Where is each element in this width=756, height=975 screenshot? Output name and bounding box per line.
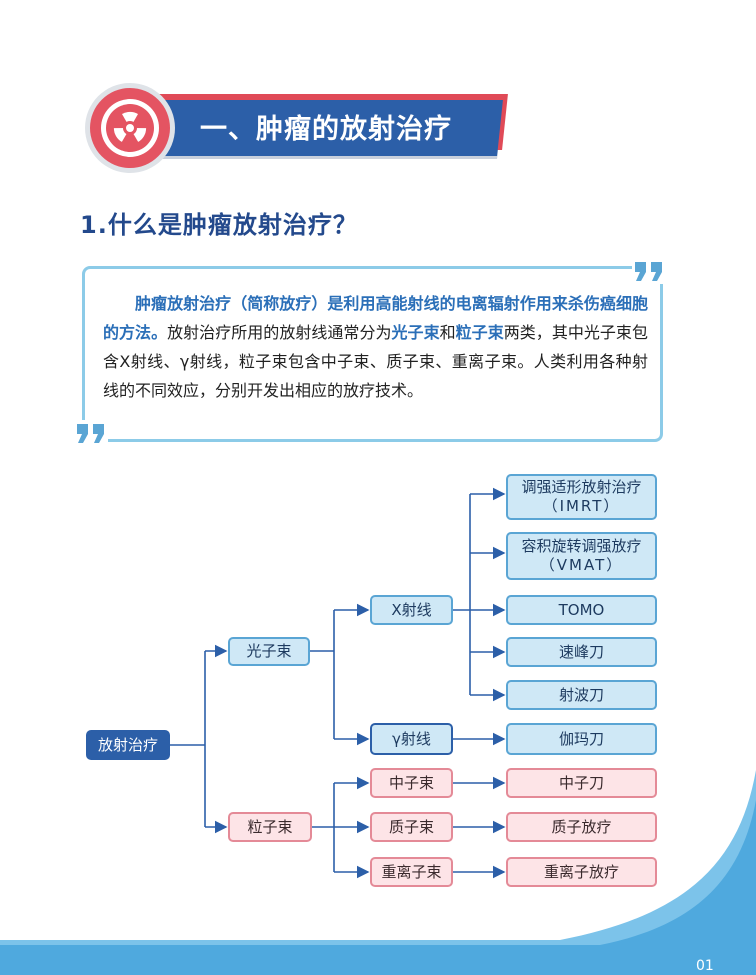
definition-text: 肿瘤放射治疗（简称放疗）是利用高能射线的电离辐射作用来杀伤癌细胞的方法。放射治疗…	[103, 289, 648, 405]
node-radiotherapy: 放射治疗	[86, 730, 170, 760]
node-x-ray: X射线	[370, 595, 453, 625]
node-proton-therapy: 质子放疗	[506, 812, 657, 842]
node-tomo: TOMO	[506, 595, 657, 625]
node-proton-beam: 质子束	[370, 812, 453, 842]
definition-bold: 肿瘤放射治疗（简称放疗）是利用高能射线的电离辐射作用来杀伤癌细胞的方法。	[103, 294, 648, 342]
quote-close-icon	[632, 258, 666, 284]
imrt-abbr: （IMRT）	[542, 497, 621, 515]
node-gamma-knife: 伽玛刀	[506, 723, 657, 755]
node-neutron-beam: 中子束	[370, 768, 453, 798]
page-number: 01	[696, 958, 714, 974]
section-title: 1.什么是肿瘤放射治疗？	[80, 211, 358, 239]
photon-beam-highlight: 光子束	[391, 323, 440, 342]
node-cyberknife: 射波刀	[506, 680, 657, 710]
imrt-label: 调强适形放射治疗	[521, 478, 642, 496]
radiation-icon	[85, 83, 175, 173]
node-velocity: 速峰刀	[506, 637, 657, 667]
vmat-abbr: （VMAT）	[539, 556, 624, 574]
quote-open-icon	[74, 420, 108, 446]
node-particle-beam: 粒子束	[228, 812, 312, 842]
definition-and: 和	[439, 323, 456, 342]
vmat-label: 容积旋转调强放疗	[521, 537, 642, 555]
definition-part2: 放射治疗所用的放射线通常分为	[167, 323, 392, 342]
node-imrt: 调强适形放射治疗 （IMRT）	[506, 474, 657, 520]
definition-part3: 两类，其中光子束包含X射线、γ射线，粒子束包含中子束、质子束、重离子束。人类利用…	[103, 323, 648, 400]
node-vmat: 容积旋转调强放疗 （VMAT）	[506, 532, 657, 580]
node-heavy-ion-therapy: 重离子放疗	[506, 857, 657, 887]
chapter-title: 一、肿瘤的放射治疗	[200, 114, 452, 145]
particle-beam-highlight: 粒子束	[455, 323, 504, 342]
definition-box	[82, 266, 663, 442]
node-neutron-knife: 中子刀	[506, 768, 657, 798]
node-photon-beam: 光子束	[228, 637, 310, 666]
node-heavy-ion-beam: 重离子束	[370, 857, 453, 887]
node-gamma-ray: γ射线	[370, 723, 453, 755]
